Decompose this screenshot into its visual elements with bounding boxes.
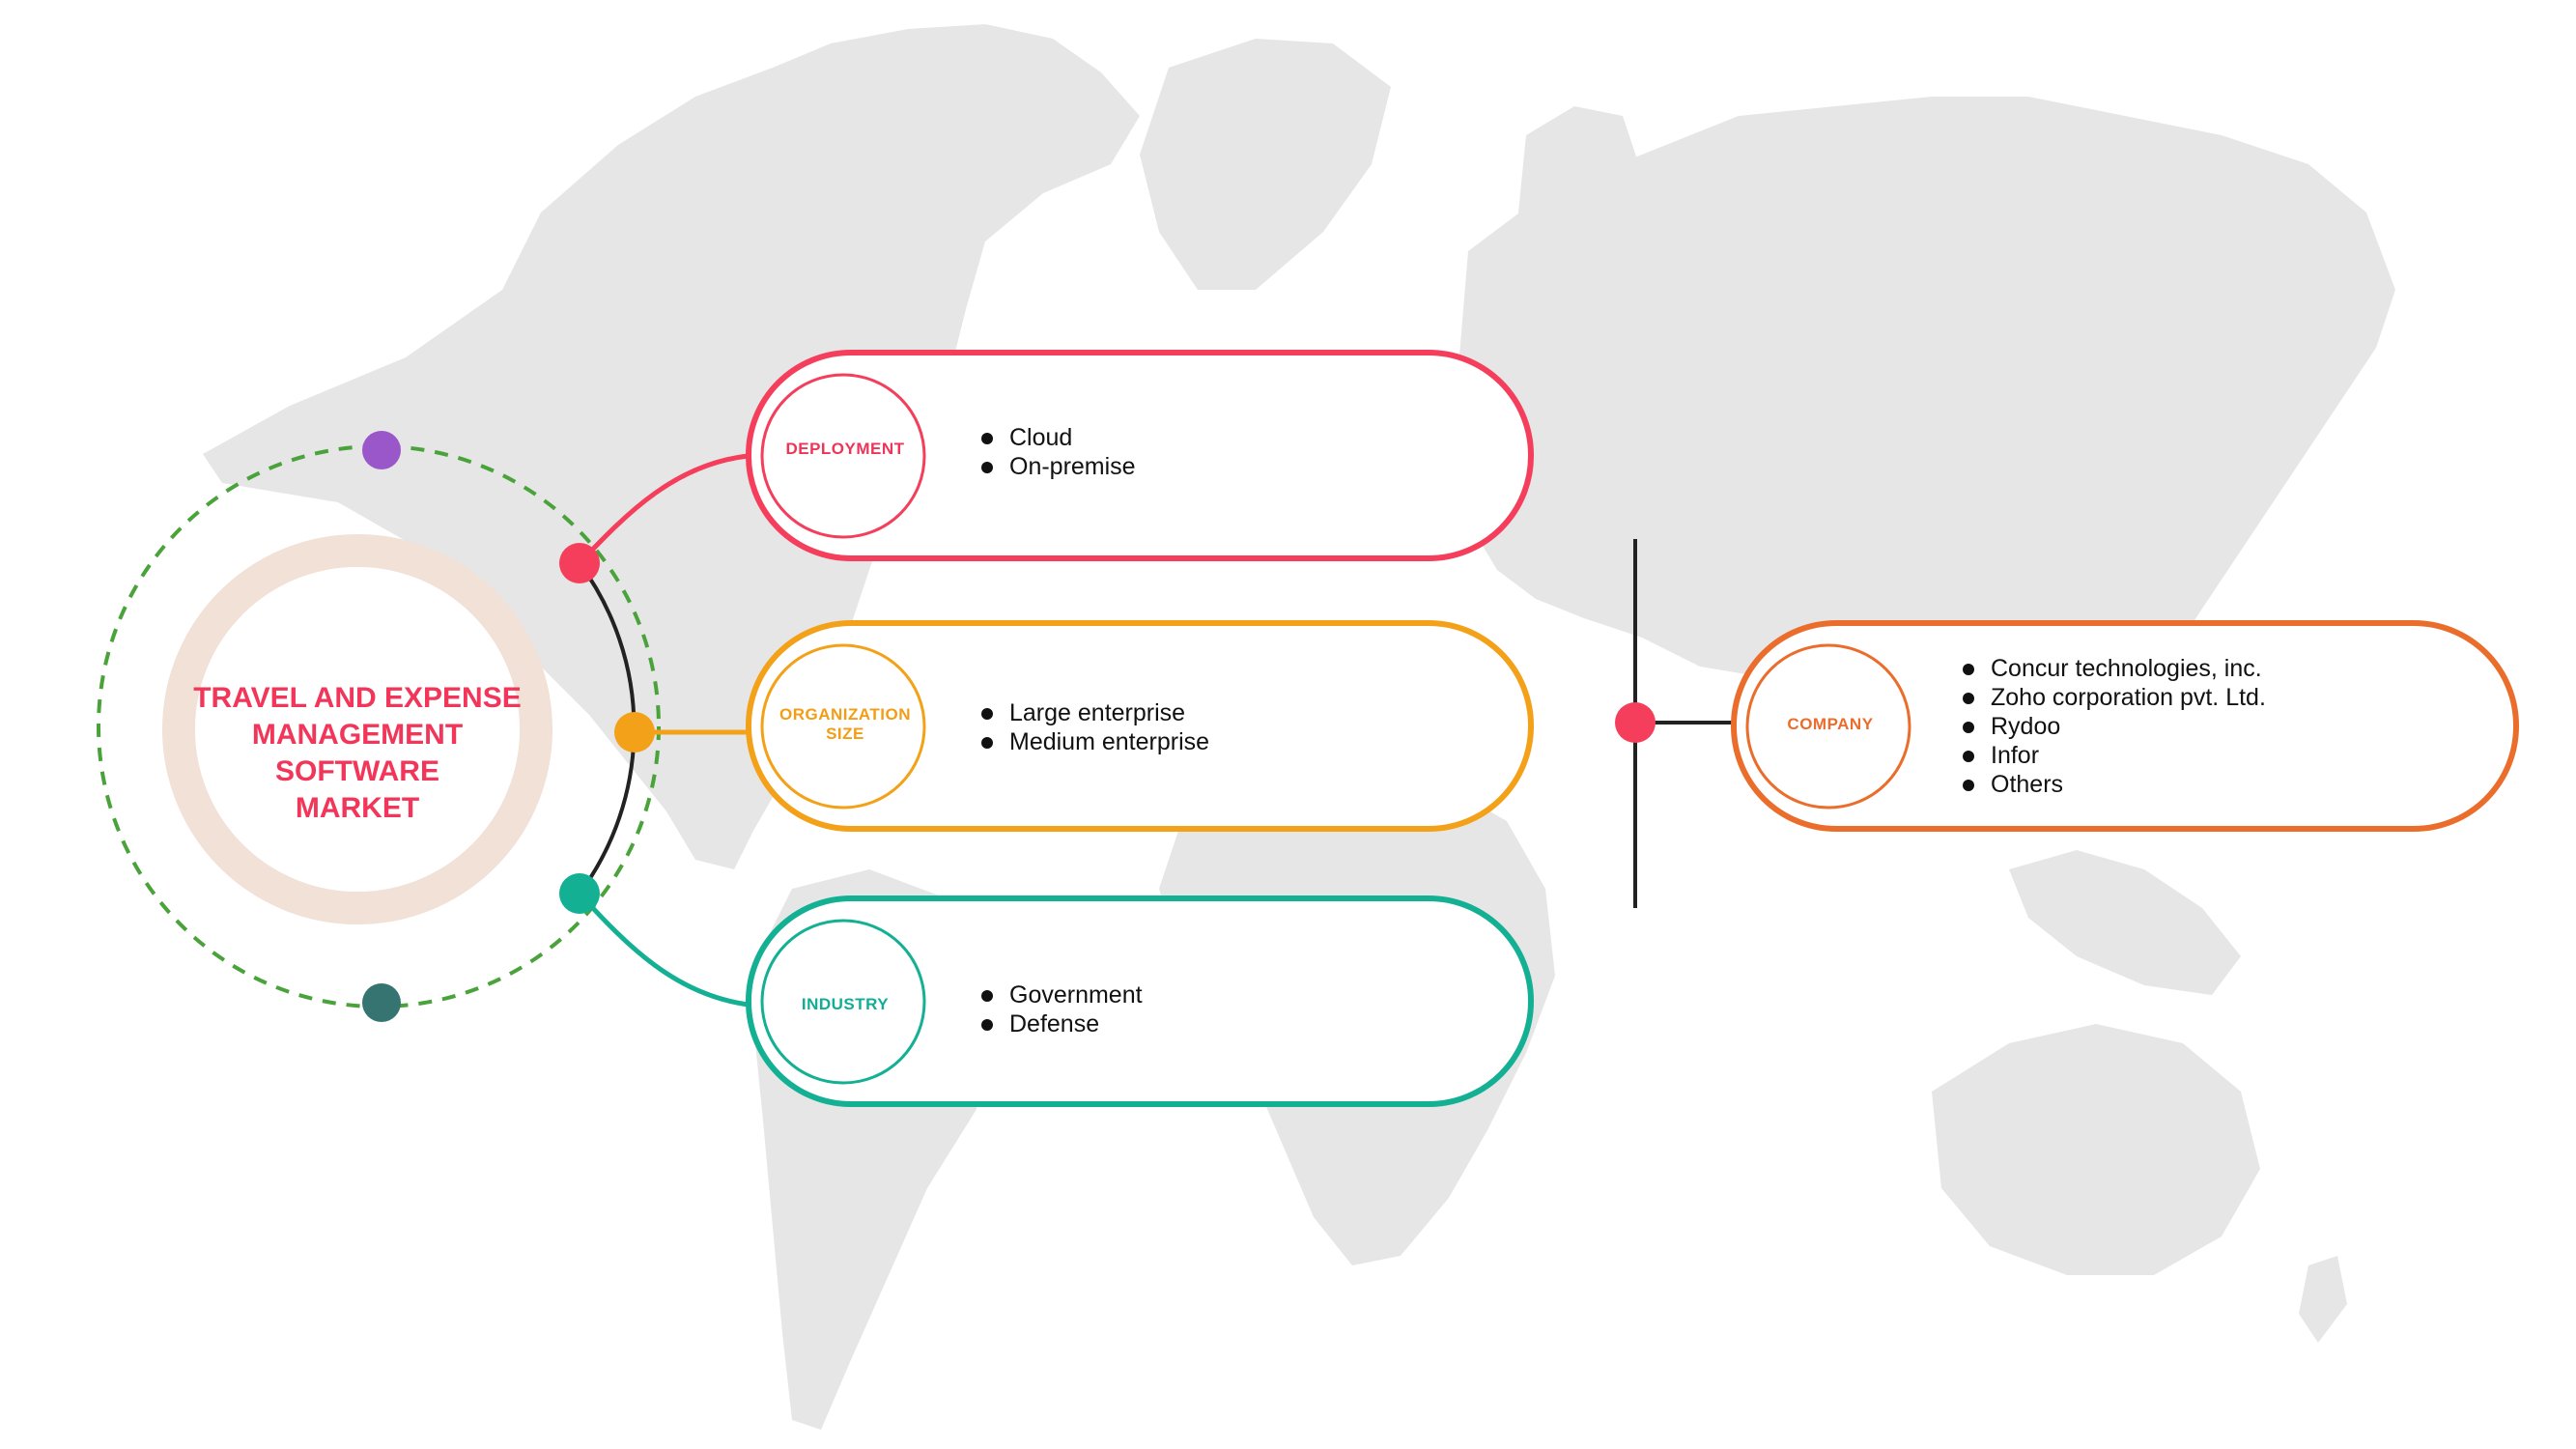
- market-title-line: MARKET: [295, 792, 420, 824]
- deployment-items: Cloud On-premise: [979, 423, 1136, 481]
- organization-size-label-line: SIZE: [826, 724, 864, 743]
- list-item: Government: [979, 980, 1143, 1009]
- list-item: Defense: [979, 1009, 1143, 1038]
- organization-size-items: Large enterprise Medium enterprise: [979, 698, 1209, 756]
- list-item: On-premise: [979, 452, 1136, 481]
- company-pill: [1731, 620, 2519, 832]
- company-node: [1615, 702, 1656, 743]
- map-australia: [1932, 1024, 2260, 1275]
- organization-size-pill: [746, 620, 1534, 832]
- organization-size-label-line: ORGANIZATION: [778, 705, 911, 724]
- map-eurasia: [1449, 97, 2395, 792]
- deployment-badge: [760, 373, 926, 539]
- orbit-dot-bottom: [362, 983, 401, 1022]
- deployment-node: [559, 543, 600, 583]
- organization-size-label: ORGANIZATION SIZE: [763, 642, 927, 807]
- map-scandinavia: [1516, 106, 1642, 261]
- company-label: COMPANY: [1787, 715, 1874, 733]
- world-map-background: [203, 24, 2395, 1430]
- industry-badge: [760, 919, 926, 1085]
- industry-items: Government Defense: [979, 980, 1143, 1038]
- industry-node: [559, 873, 600, 914]
- map-southeast-asia: [2009, 850, 2241, 995]
- list-item: Zoho corporation pvt. Ltd.: [1961, 683, 2266, 712]
- deployment-pill: [746, 350, 1534, 561]
- market-title-line: MANAGEMENT: [251, 719, 464, 751]
- list-item: Concur technologies, inc.: [1961, 654, 2266, 683]
- list-item: Medium enterprise: [979, 727, 1209, 756]
- market-title-line: TRAVEL AND EXPENSE: [193, 682, 522, 714]
- list-item: Cloud: [979, 423, 1136, 452]
- industry-pill: [746, 895, 1534, 1107]
- market-title: TRAVEL AND EXPENSE MANAGEMENT SOFTWARE M…: [164, 657, 551, 850]
- organization-size-node: [614, 712, 655, 753]
- list-item: Others: [1961, 770, 2266, 799]
- organization-size-badge: [760, 643, 926, 810]
- center-ring: [162, 534, 552, 924]
- list-item: Rydoo: [1961, 712, 2266, 741]
- map-north-america: [203, 24, 1140, 869]
- company-items: Concur technologies, inc. Zoho corporati…: [1961, 654, 2266, 799]
- map-new-zealand: [2299, 1256, 2347, 1343]
- market-title-line: SOFTWARE: [274, 755, 439, 787]
- list-item: Infor: [1961, 741, 2266, 770]
- deployment-connector: [578, 453, 750, 565]
- industry-label: INDUSTRY: [801, 995, 890, 1013]
- map-greenland: [1140, 39, 1391, 290]
- center-disc: [195, 567, 520, 892]
- deployment-label: DEPLOYMENT: [785, 440, 905, 458]
- company-badge: [1745, 643, 1911, 810]
- orbit-dot-top: [362, 431, 401, 469]
- industry-connector: [578, 892, 750, 1008]
- list-item: Large enterprise: [979, 698, 1209, 727]
